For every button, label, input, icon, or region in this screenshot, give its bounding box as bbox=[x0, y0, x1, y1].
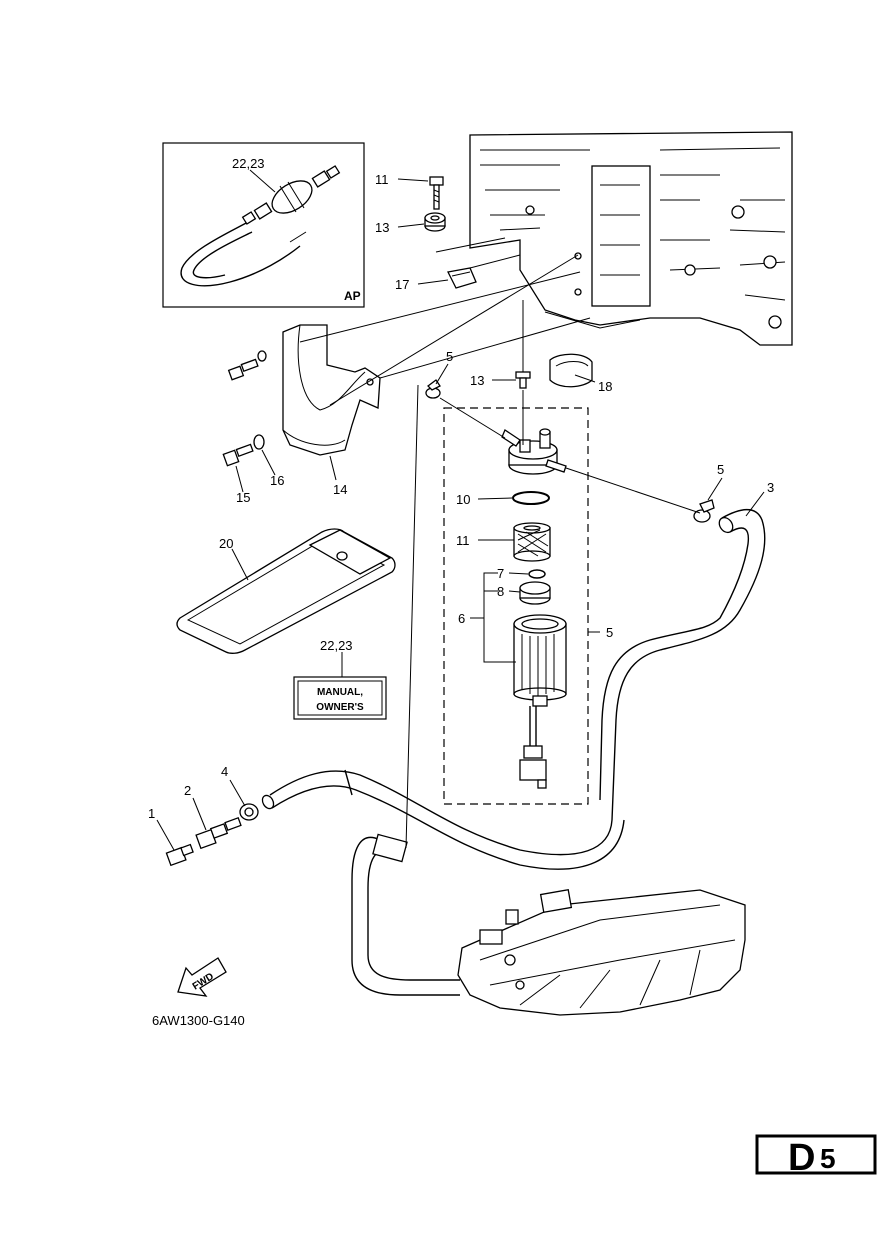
grommet-14 bbox=[424, 212, 446, 232]
tool-pouch-21 bbox=[176, 528, 396, 654]
intake-manifold bbox=[457, 888, 746, 1016]
sensor-wire bbox=[519, 706, 547, 789]
primer-pump-assembly bbox=[180, 165, 341, 287]
callout-12: 11 bbox=[375, 172, 389, 187]
callout-2: 2 bbox=[184, 783, 191, 798]
screw-13 bbox=[515, 371, 531, 389]
cup-7 bbox=[513, 614, 567, 707]
manual-line-2: OWNER'S bbox=[316, 702, 364, 713]
float-9 bbox=[519, 581, 551, 605]
element-11 bbox=[513, 522, 551, 562]
bracket-15 bbox=[282, 324, 381, 456]
bolt-15a bbox=[227, 350, 267, 381]
page-badge: D 5 bbox=[755, 1134, 877, 1179]
washer-17 bbox=[253, 434, 265, 450]
fuel-hose-3 bbox=[599, 508, 766, 821]
plug-1 bbox=[165, 843, 194, 867]
leader-lines bbox=[156, 169, 765, 851]
callout-labels: 22,23 11 13 17 5 13 18 5 3 10 11 7 8 6 5… bbox=[148, 156, 774, 821]
page-badge-letter: D bbox=[788, 1137, 815, 1179]
forward-arrow-icon: FWD bbox=[177, 957, 227, 997]
callout-8: 7 bbox=[497, 566, 504, 581]
clip-18 bbox=[447, 267, 477, 289]
manual-line-1: MANUAL, bbox=[317, 687, 363, 698]
callout-15: 14 bbox=[333, 482, 347, 497]
inset-tag: AP bbox=[344, 289, 361, 303]
return-hose bbox=[351, 833, 460, 996]
page-badge-number: 5 bbox=[820, 1143, 836, 1174]
filter-head bbox=[501, 428, 567, 475]
callout-13: 13 bbox=[470, 373, 484, 388]
cap-19 bbox=[549, 353, 593, 388]
bolt-12 bbox=[429, 176, 444, 210]
callout-5a: 5 bbox=[446, 349, 453, 364]
o-ring-8 bbox=[528, 569, 546, 579]
callout-7: 6 bbox=[458, 611, 465, 626]
drawing-code: 6AW1300-G140 bbox=[152, 1013, 245, 1028]
clamp-5b bbox=[693, 499, 715, 523]
clip-4 bbox=[239, 803, 259, 821]
callout-10: 10 bbox=[456, 492, 470, 507]
callout-1: 1 bbox=[148, 806, 155, 821]
joint-2 bbox=[195, 817, 242, 850]
engine-block bbox=[469, 131, 793, 346]
filter-assembly-box-6 bbox=[443, 407, 589, 805]
owners-manual-box: MANUAL, OWNER'S bbox=[293, 676, 387, 720]
callout-16: 15 bbox=[236, 490, 250, 505]
callout-9: 8 bbox=[497, 584, 504, 599]
clamp-5a bbox=[425, 379, 441, 399]
main-fuel-hose bbox=[261, 769, 625, 870]
o-ring-10 bbox=[512, 491, 550, 505]
callout-21: 20 bbox=[219, 536, 233, 551]
callout-18: 17 bbox=[395, 277, 409, 292]
callout-3: 3 bbox=[767, 480, 774, 495]
callout-4: 4 bbox=[221, 764, 228, 779]
callout-19: 18 bbox=[598, 379, 612, 394]
callout-14: 13 bbox=[375, 220, 389, 235]
callout-5b: 5 bbox=[717, 462, 724, 477]
callout-20: 22,23 bbox=[232, 156, 265, 171]
callout-17: 16 bbox=[270, 473, 284, 488]
inset-box-ap: AP bbox=[162, 142, 365, 308]
bolt-16 bbox=[222, 443, 254, 467]
callout-11: 11 bbox=[456, 533, 470, 548]
callout-6: 5 bbox=[606, 625, 613, 640]
callout-22-23: 22,23 bbox=[320, 638, 353, 653]
